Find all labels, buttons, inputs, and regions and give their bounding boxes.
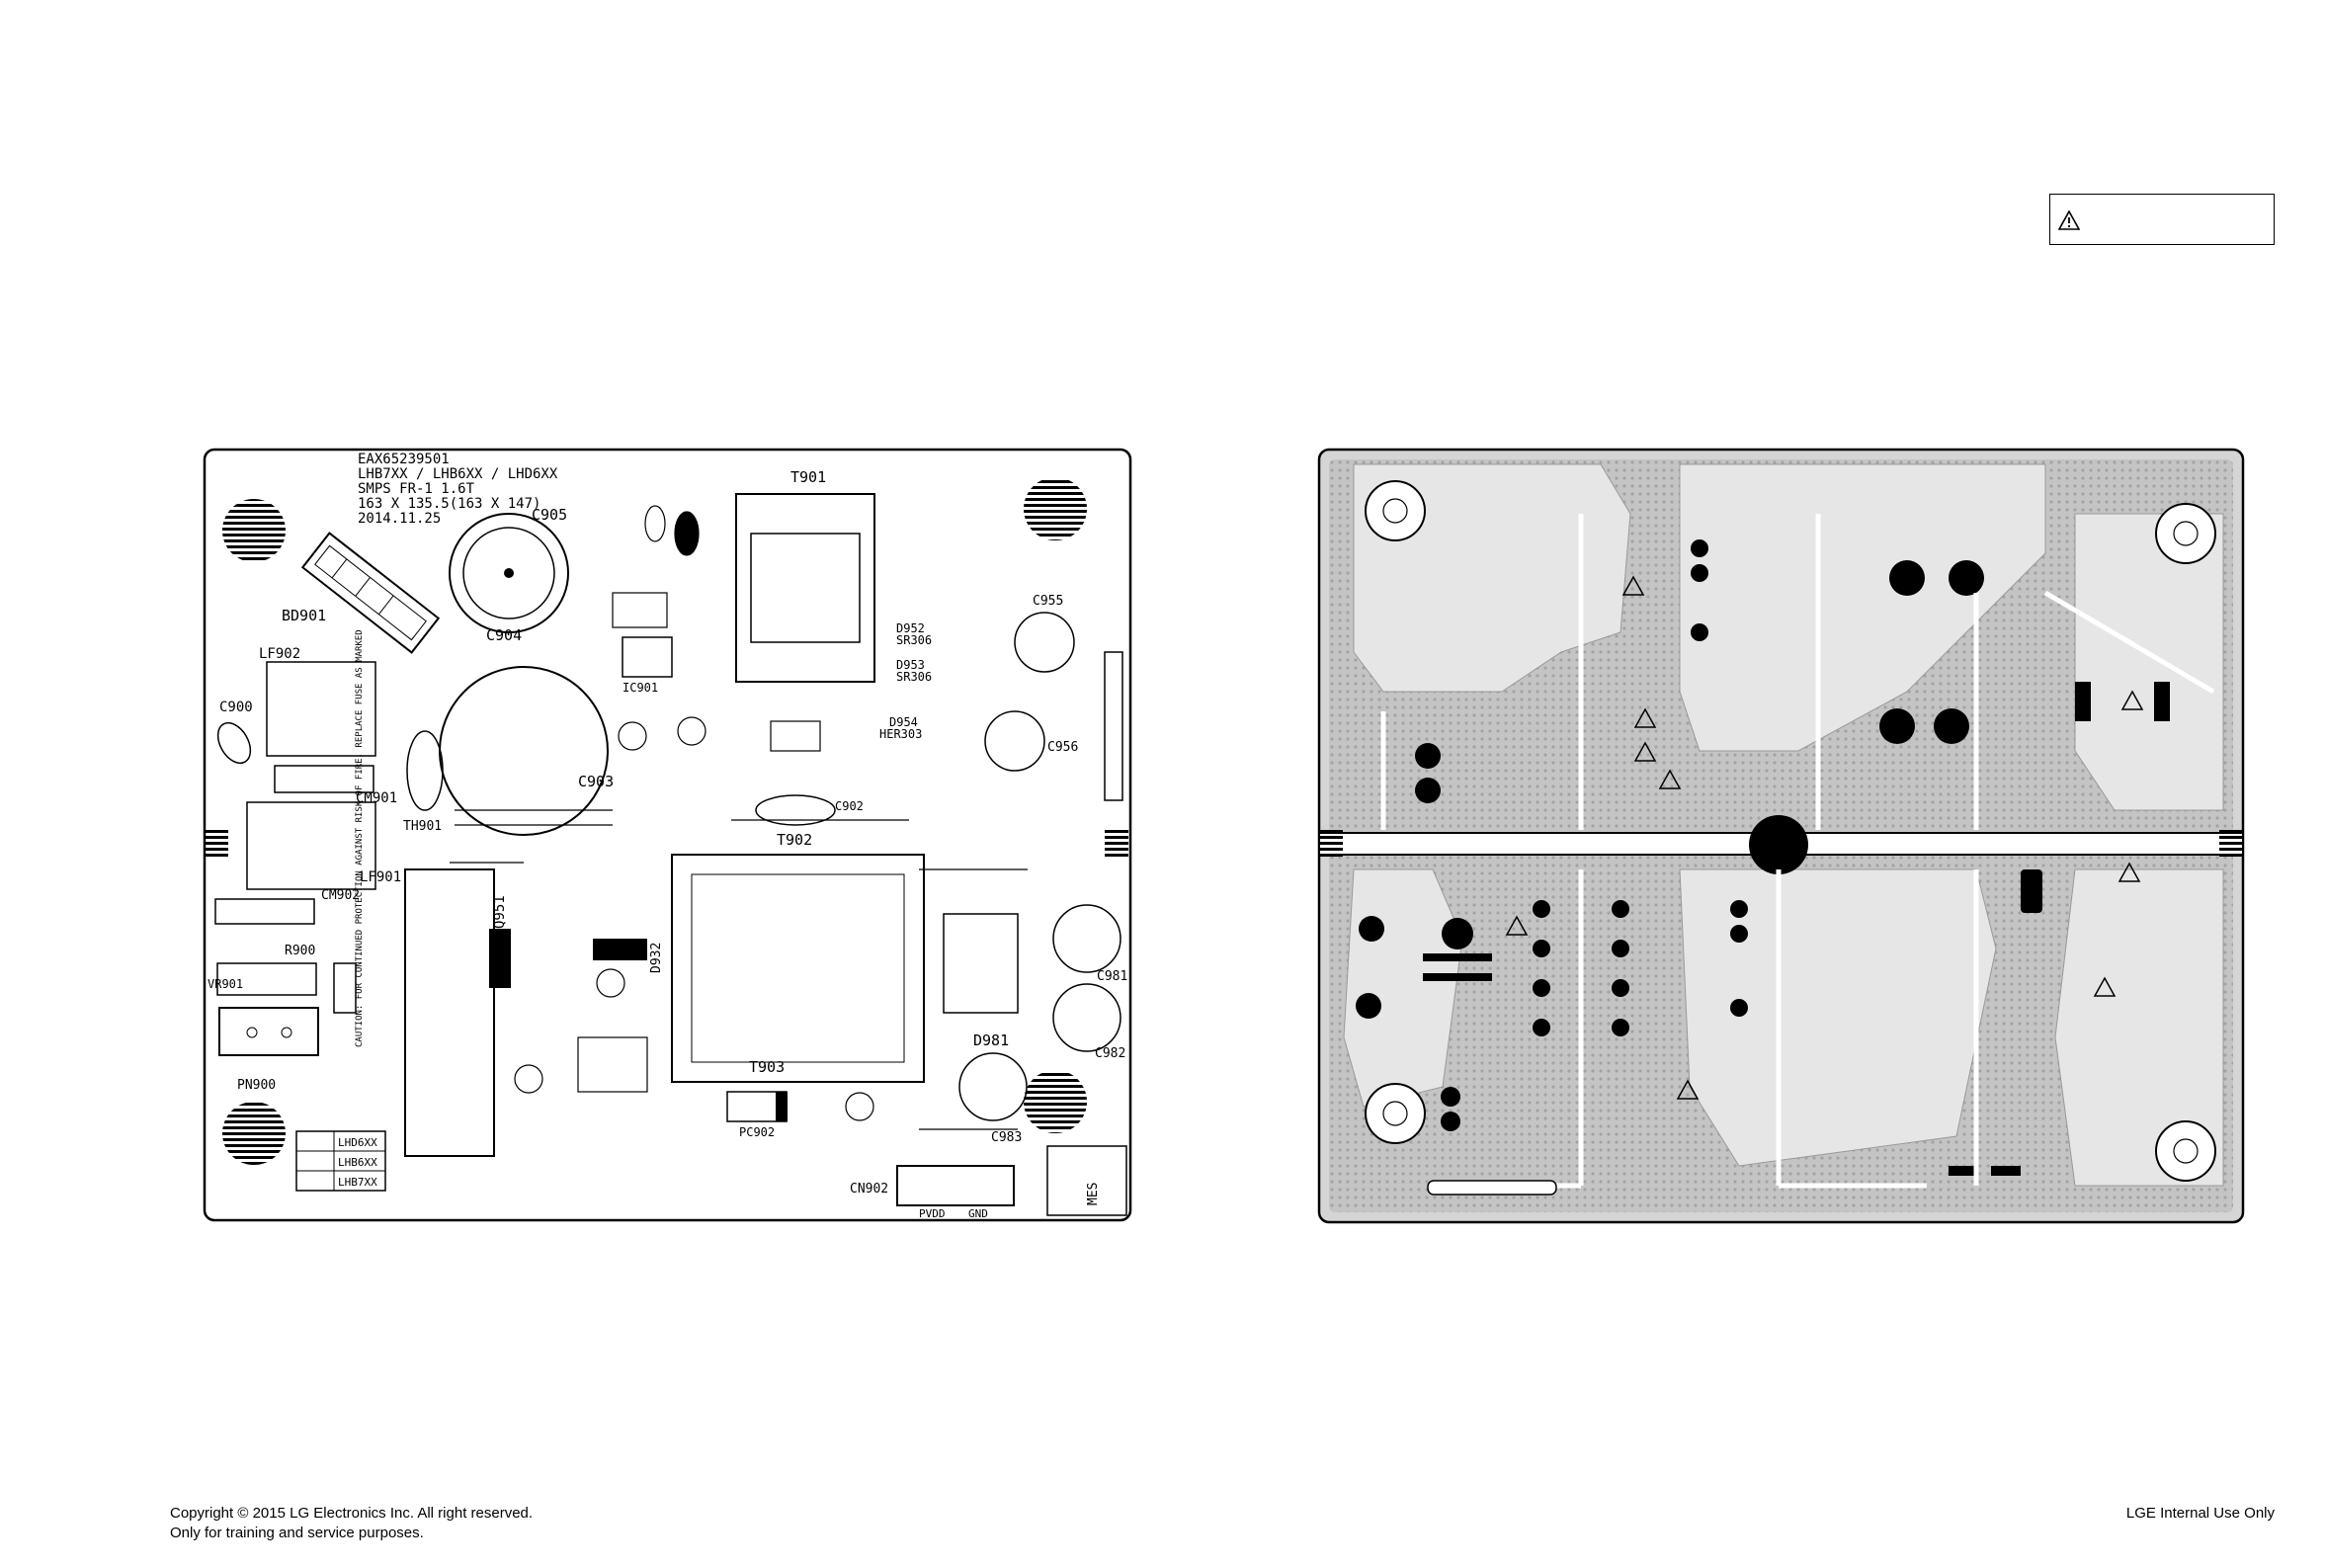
mounting-hole — [1024, 1070, 1087, 1133]
transformer-t903 — [671, 854, 925, 1083]
component-label: C981 — [1097, 969, 1127, 984]
component-label: PC902 — [739, 1125, 775, 1139]
component-label: LHD6XX — [338, 1136, 377, 1149]
diode-d932 — [593, 939, 647, 960]
board-part-number: EAX65239501 — [358, 452, 450, 467]
transformer-t901 — [735, 493, 875, 683]
model-jumper-table — [295, 1130, 386, 1192]
component-label: C956 — [1047, 740, 1078, 755]
component-label: T903 — [749, 1058, 785, 1076]
capacitor-cm901 — [274, 765, 374, 793]
component-label: CAUTION: FOR CONTINUED PROTECTION AGAINS… — [355, 629, 365, 1047]
connector-cn902 — [896, 1165, 1015, 1206]
component-label: T902 — [777, 831, 812, 849]
component-label: D953 — [896, 658, 925, 672]
component-label: GND — [968, 1207, 988, 1220]
component-label: C903 — [578, 773, 614, 790]
component-label: LHB6XX — [338, 1156, 377, 1169]
mounting-hole — [1024, 477, 1087, 540]
component-label: D932 — [649, 943, 664, 973]
component-label: HER303 — [879, 727, 922, 741]
component-label: C905 — [532, 506, 567, 524]
component-label: C983 — [991, 1130, 1022, 1145]
component-label: CN902 — [850, 1182, 888, 1197]
component-label: TH901 — [403, 819, 442, 834]
component-label: C900 — [219, 700, 253, 715]
bridge-diode-bd901 — [300, 532, 441, 654]
component-label: SR306 — [896, 633, 932, 647]
component-label: R900 — [285, 944, 315, 958]
component-label: CM902 — [321, 888, 360, 903]
capacitor-c905 — [449, 513, 569, 633]
component-label: D981 — [973, 1032, 1009, 1049]
component-side-board: EAX65239501 LHB7XX / LHB6XX / LHD6XX SMP… — [203, 448, 1132, 1222]
internal-use-label: LGE Internal Use Only — [2125, 1505, 2275, 1522]
warning-triangle-icon — [2058, 210, 2080, 230]
board-date: 2014.11.25 — [358, 511, 441, 527]
line-filter-lf901 — [246, 801, 376, 890]
copyright-text: Copyright © 2015 LG Electronics Inc. All… — [170, 1505, 534, 1522]
board-spec: SMPS FR-1 1.6T — [358, 481, 475, 497]
component-label: C955 — [1033, 594, 1063, 609]
component-label: PN900 — [237, 1078, 276, 1093]
component-label: Q951 — [492, 895, 508, 929]
component-label: LF902 — [259, 646, 300, 662]
component-label: D954 — [889, 715, 918, 729]
component-label: SR306 — [896, 670, 932, 684]
purpose-text: Only for training and service purposes. — [170, 1525, 424, 1541]
heatsink-q951 — [404, 868, 495, 1157]
component-label: BD901 — [282, 607, 326, 624]
component-label: MES — [1086, 1183, 1101, 1205]
component-label: D952 — [896, 621, 925, 635]
mounting-hole — [222, 499, 286, 562]
line-filter-lf902 — [266, 661, 376, 757]
mounting-hole — [222, 1102, 286, 1165]
heatsink-d981 — [943, 913, 1019, 1014]
component-label: LHB7XX — [338, 1176, 377, 1189]
component-label: VR901 — [208, 977, 243, 991]
component-label: C902 — [835, 799, 864, 813]
component-label: T901 — [790, 468, 826, 486]
component-label: IC901 — [623, 681, 658, 695]
connector-pn900 — [218, 1007, 319, 1056]
solder-side-board — [1317, 448, 2245, 1224]
safety-warning-box — [2049, 194, 2275, 245]
component-label: PVDD — [919, 1207, 946, 1220]
component-label: C904 — [486, 626, 522, 644]
board-size: 163 X 135.5(163 X 147) — [358, 496, 540, 512]
copyright-footer: Copyright © 2015 LG Electronics Inc. All… — [170, 1504, 533, 1543]
board-models: LHB7XX / LHB6XX / LHD6XX — [358, 466, 558, 482]
component-label: LF901 — [360, 869, 401, 885]
component-label: C982 — [1095, 1046, 1125, 1061]
